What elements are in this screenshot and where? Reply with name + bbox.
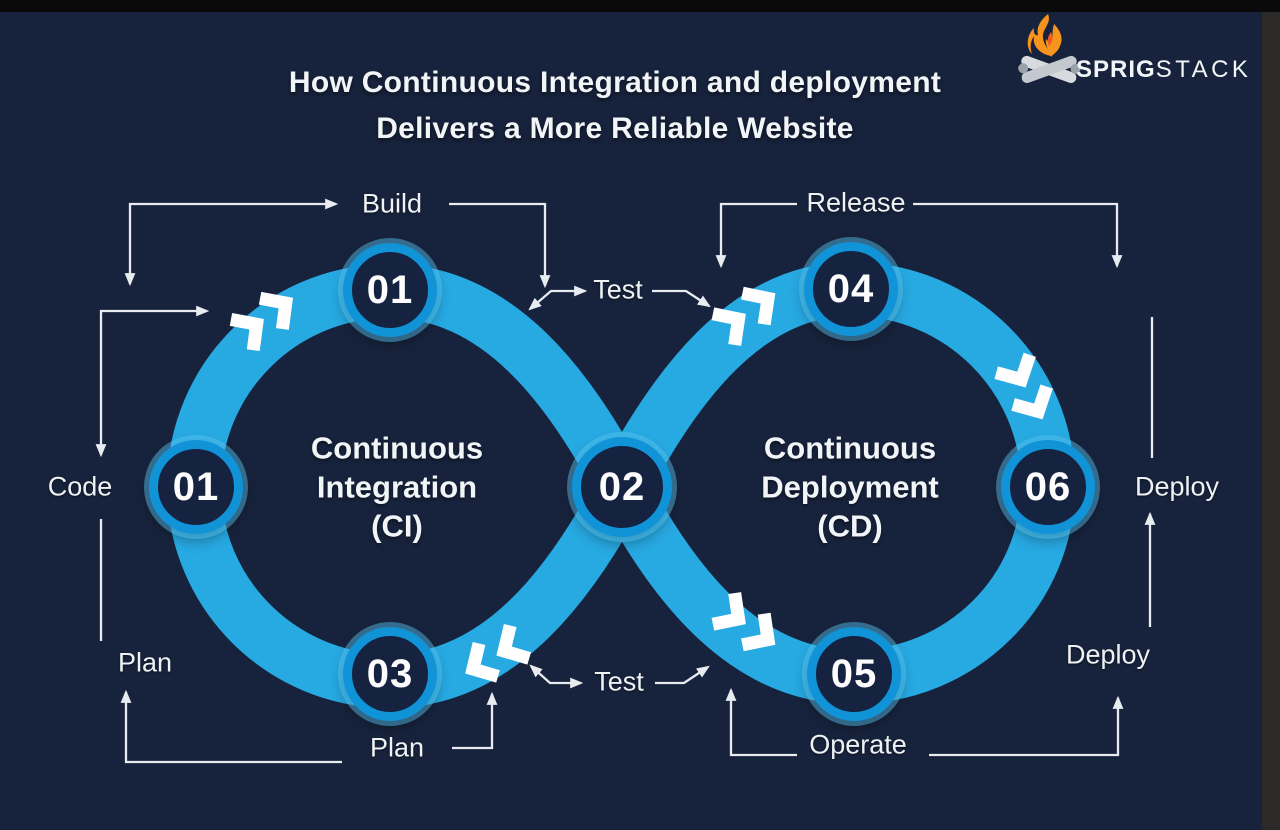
arrow-release-right: [913, 202, 1123, 269]
arrow-to-build-and-down: [124, 198, 339, 287]
chevron-right-loop-side-icon: [994, 352, 1053, 420]
node-step-center: 02: [572, 437, 672, 537]
label-plan-left: Plan: [117, 647, 173, 678]
node-step-top-right: 04: [804, 242, 898, 336]
arrow-test-bottom-right: [655, 665, 710, 685]
node-step-right: 06: [1001, 440, 1095, 534]
arrow-build-to-test: [449, 202, 551, 289]
right-loop-title-line2: Deployment: [761, 469, 939, 505]
node-step-left: 01: [149, 440, 243, 534]
right-loop-title: Continuous Deployment (CD): [761, 429, 938, 546]
node-step-number: 03: [366, 651, 414, 696]
label-code: Code: [47, 471, 113, 502]
arrow-test-top-left: [528, 285, 588, 311]
label-operate: Operate: [809, 729, 907, 760]
node-step-number: 01: [366, 267, 414, 312]
right-border-bar: [1262, 12, 1280, 830]
flame-outer: [1027, 14, 1051, 56]
arrow-operate-to-deploy: [929, 695, 1124, 757]
arrow-test-top-right: [652, 289, 711, 308]
chevron-left-loop-top-icon: [229, 291, 294, 352]
right-loop-title-line1: Continuous: [763, 430, 937, 466]
logo-text-sprig: SPRIG: [1076, 56, 1156, 83]
page-title-line1: How Continuous Integration and deploymen…: [288, 66, 942, 99]
connector-arrows: [95, 198, 1156, 764]
top-border-bar: [0, 0, 1280, 12]
label-build: Build: [361, 188, 423, 219]
label-deploy-right: Deploy: [1134, 471, 1220, 502]
chevron-left-loop-bottom-icon: [465, 624, 532, 683]
left-loop-title-line3: (CI): [371, 508, 423, 544]
arrow-plan-bottom-to-loop: [452, 691, 498, 750]
label-test-bottom: Test: [594, 666, 644, 697]
arrow-to-band-and-code: [95, 305, 210, 458]
left-loop-title-line2: Integration: [316, 469, 478, 505]
node-step-number: 02: [598, 464, 646, 509]
label-release: Release: [806, 187, 906, 218]
node-step-number: 01: [172, 464, 220, 509]
sprigstack-logo: SPRIGSTACK: [1018, 12, 1258, 92]
logo-wordmark: SPRIGSTACK: [1076, 56, 1251, 84]
campfire-icon: [1018, 14, 1081, 84]
page-title-line2: Delivers a More Reliable Website: [376, 112, 854, 145]
flame-inner: [1047, 32, 1053, 46]
node-step-number: 05: [830, 651, 878, 696]
arrow-plan-left-bracket: [120, 689, 342, 764]
flow-chevrons: [229, 286, 1053, 683]
node-step-number: 06: [1024, 464, 1072, 509]
arrow-release-left: [715, 202, 797, 269]
left-loop-title: Continuous Integration (CI): [311, 429, 483, 546]
chevron-right-loop-top-icon: [711, 286, 776, 346]
node-step-bottom-right: 05: [807, 627, 901, 721]
label-test-top: Test: [593, 274, 643, 305]
label-deploy-bottom: Deploy: [1065, 639, 1151, 670]
node-step-number: 04: [827, 266, 875, 311]
node-step-bottom-left: 03: [343, 627, 437, 721]
arrow-operate-to-loop: [725, 687, 797, 757]
crossed-logs: [1018, 55, 1081, 84]
logo-text-stack: STACK: [1155, 56, 1252, 83]
right-loop-title-line3: (CD): [817, 508, 883, 544]
arrow-test-bottom-left: [529, 664, 584, 689]
chevron-right-loop-bottom-icon: [711, 592, 776, 652]
label-plan-bottom: Plan: [369, 732, 425, 763]
page-title: How Continuous Integration and deploymen…: [0, 60, 1230, 152]
flame-right: [1045, 24, 1062, 57]
node-step-top-left: 01: [343, 243, 437, 337]
left-loop-title-line1: Continuous: [310, 430, 484, 466]
